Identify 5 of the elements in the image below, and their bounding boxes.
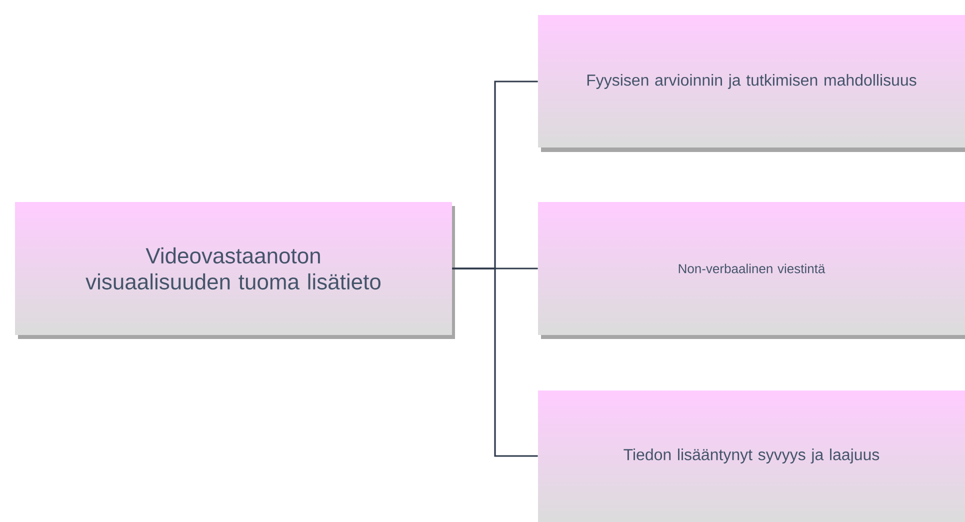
text-box: Fyysisen arvioinnin ja tutkimisen mahdollisuus bbox=[538, 15, 965, 152]
text-box: Non-verbaalinen viestintä bbox=[538, 202, 965, 339]
text-box: Videovastaanoton visuaalisuuden tuoma lisätieto bbox=[15, 202, 455, 339]
connector bbox=[452, 268, 538, 457]
text-box: Tiedon lisääntynyt syvyys ja laajuus bbox=[538, 390, 965, 522]
